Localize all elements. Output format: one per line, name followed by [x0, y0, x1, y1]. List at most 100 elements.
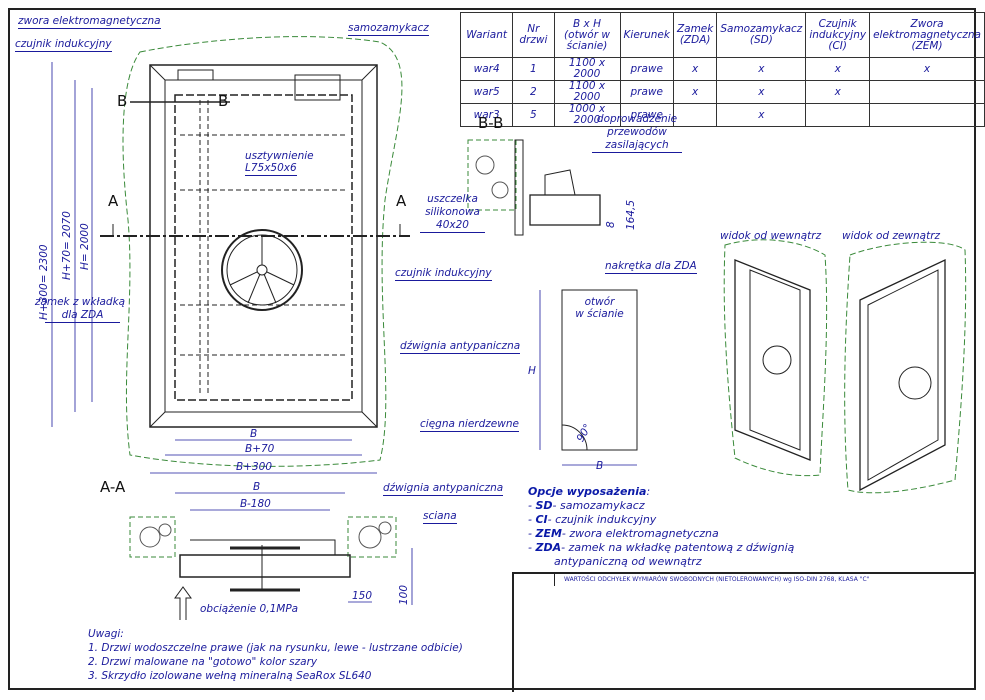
dim-opening-b: B: [596, 460, 604, 472]
label-czujnik-right: czujnik indukcyjny: [395, 267, 492, 281]
header-cell: Nr drzwi: [512, 12, 555, 58]
table-cell: x: [716, 57, 807, 81]
table-cell: x: [805, 57, 871, 81]
label-zamek: zamek z wkładką: [34, 296, 126, 308]
table-cell: x: [672, 80, 718, 104]
section-mark-a-left: A: [108, 192, 119, 210]
dim-aa-b: B: [253, 481, 261, 493]
section-aa-title: A-A: [100, 478, 126, 496]
note-item: 3. Skrzydło izolowane wełną mineralną Se…: [88, 670, 372, 682]
option-text: - czujnik indukcyjny: [547, 513, 657, 526]
table-cell: prawe: [619, 80, 674, 104]
handwheel: [221, 229, 303, 311]
option-text: - samozamykacz: [552, 499, 645, 512]
frame-outer: [149, 64, 378, 428]
label-doprowadzenie: zasilających: [592, 139, 682, 153]
option-item: - ZDA- zamek na wkładkę patentową z dźwi…: [528, 541, 795, 554]
dim-b70: B+70: [245, 443, 275, 455]
table-cell: [672, 103, 718, 127]
table-cell: [869, 103, 985, 127]
table-cell: 1000 x 2000: [553, 103, 621, 127]
header-cell: Zwora elektromagnetyczna (ZEM): [869, 12, 985, 58]
option-text: - zwora elektromagnetyczna: [561, 527, 719, 540]
table-cell: war4: [459, 57, 514, 81]
table-cell: 5: [512, 103, 555, 127]
table-cell: x: [672, 57, 718, 81]
dim-150: 150: [352, 590, 373, 602]
table-cell: [805, 103, 871, 127]
table-cell: 1100 x 2000: [553, 57, 621, 81]
view-inside-door: [734, 259, 811, 461]
option-continuation: antypaniczną od wewnątrz: [554, 555, 702, 568]
table-cell: x: [805, 80, 871, 104]
header-cell: Wariant: [459, 12, 514, 58]
title-block-divider: [554, 574, 555, 586]
table-cell: 1: [512, 57, 555, 81]
wall-opening: [561, 289, 638, 451]
wall-right: [347, 516, 397, 558]
note-item: 2. Drzwi malowane na "gotowo" kolor szar…: [88, 656, 318, 668]
label-aa-dzwignia: dźwignia antypaniczna: [383, 482, 504, 496]
cloud-inside: [723, 239, 828, 477]
dim-b: B: [250, 428, 258, 440]
title-block: WARTOŚCI ODCHYŁEK WYMIARÓW SWOBODNYCH (N…: [512, 572, 975, 692]
note-item: 1. Drzwi wodoszczelne prawe (jak na rysu…: [88, 642, 463, 654]
title-block-header: WARTOŚCI ODCHYŁEK WYMIARÓW SWOBODNYCH (N…: [564, 576, 870, 583]
label-doprowadzenie: przewodów: [607, 126, 667, 138]
dim-8: 8: [605, 221, 617, 228]
notes-title: Uwagi:: [88, 628, 124, 640]
load-arrow: [174, 586, 192, 620]
label-load: obciążenie 0,1MPa: [200, 603, 299, 615]
table-cell: 2: [512, 80, 555, 104]
frame-inner: [164, 79, 363, 413]
option-code: CI: [535, 513, 548, 526]
variants-table: Wariant Nr drzwi B x H (otwór w ścianie)…: [459, 12, 985, 127]
option-item: - ZEM- zwora elektromagnetyczna: [528, 527, 719, 540]
label-usztywnienie: usztywnienie: [245, 150, 314, 162]
dim-h300: H+300= 2300: [38, 244, 50, 320]
option-code: ZEM: [535, 527, 562, 540]
table-cell: war3: [459, 103, 514, 127]
option-code: ZDA: [535, 541, 562, 554]
option-item: - CI- czujnik indukcyjny: [528, 513, 657, 526]
cloud-outside: [844, 241, 967, 494]
label-uszczelka: silikonowa: [425, 206, 480, 218]
door-leaf: [174, 94, 353, 401]
header-cell: Kierunek: [619, 12, 674, 58]
table-cell: [869, 80, 985, 104]
header-cell: Samozamykacz (SD): [716, 12, 807, 58]
dim-h70: H+70= 2070: [61, 211, 73, 280]
table-cell: prawe: [619, 103, 674, 127]
table-header-row: Wariant Nr drzwi B x H (otwór w ścianie)…: [459, 12, 985, 58]
header-cell: Czujnik indukcyjny (CI): [805, 12, 871, 58]
label-dzwignia: dźwignia antypaniczna: [400, 340, 521, 354]
header-cell: B x H (otwór w ścianie): [553, 12, 621, 58]
label-ciegna: cięgna nierdzewne: [420, 418, 519, 432]
dim-aa-b180: B-180: [240, 498, 271, 510]
label-otwor: otwór: [584, 296, 615, 308]
section-mark-b-right: B: [218, 92, 229, 110]
header-cell: Zamek (ZDA): [672, 12, 718, 58]
table-cell: x: [716, 103, 807, 127]
cloud-front: [122, 36, 403, 467]
label-doprowadzenie: doprowadzenie: [596, 113, 678, 125]
label-samozamykacz: samozamykacz: [348, 22, 429, 36]
wall-left: [129, 516, 176, 558]
label-otwor-2: w ścianie: [575, 308, 624, 320]
label-uszczelka: uszczelka: [427, 193, 478, 205]
label-sciana: sciana: [423, 510, 457, 524]
option-text: - zamek na wkładkę patentową z dźwignią: [561, 541, 795, 554]
dim-100: 100: [398, 584, 410, 605]
label-uszczelka: 40x20: [420, 219, 485, 233]
dim-b300: B+300: [236, 461, 273, 473]
view-outside-door: [859, 258, 946, 492]
equipment-options: Opcje wyposażenia: - SD- samozamykacz - …: [528, 485, 795, 568]
label-usztywnienie-size: L75x50x6: [245, 162, 297, 176]
section-bb-title: B-B: [478, 114, 504, 132]
table-cell: war5: [459, 80, 514, 104]
label-nakretka: nakrętka dla ZDA: [605, 260, 697, 274]
label-zwora: zwora elektromagnetyczna: [18, 15, 161, 29]
